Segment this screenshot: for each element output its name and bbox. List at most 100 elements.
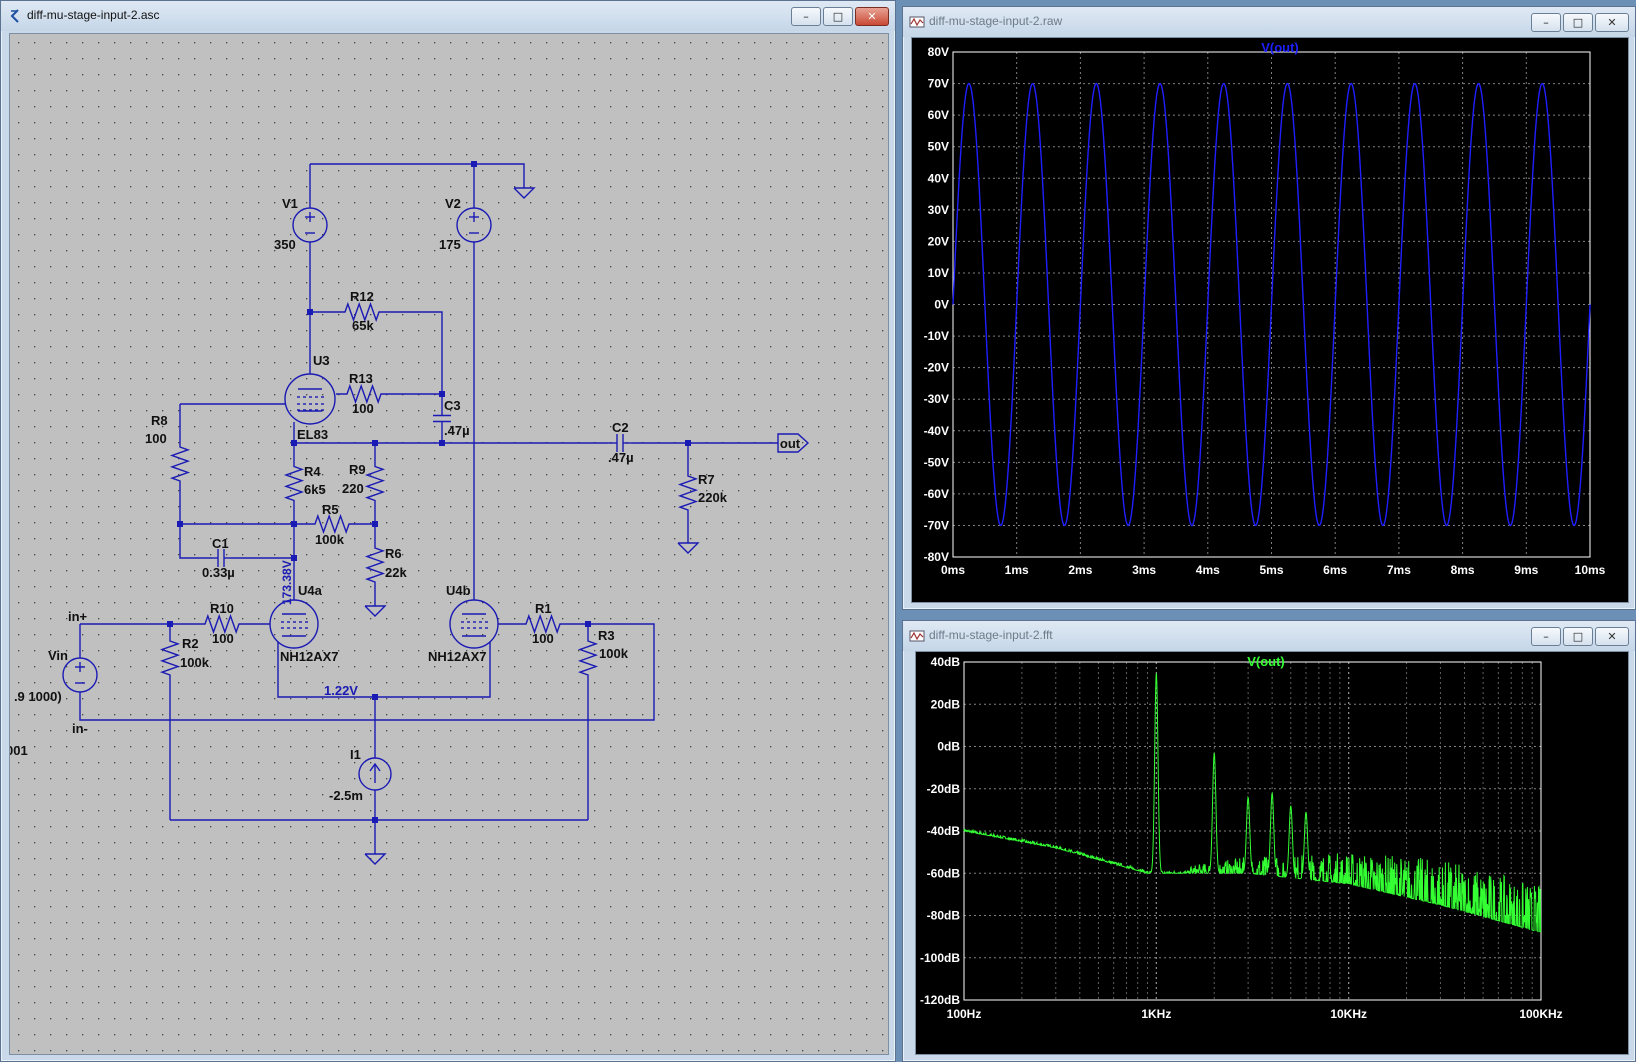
r8-resistor[interactable]	[169, 404, 191, 524]
close-button[interactable]: ✕	[1595, 627, 1629, 646]
v2-source[interactable]	[456, 207, 492, 243]
junction-dot	[439, 391, 445, 397]
label-r3: R3	[598, 628, 615, 643]
label-v1: V1	[282, 196, 298, 211]
waveform-window-title: diff-mu-stage-input-2.raw	[929, 14, 1063, 28]
maximize-button[interactable]: □	[1563, 13, 1593, 32]
maximize-button[interactable]: □	[1563, 627, 1593, 646]
label-u3: U3	[313, 353, 330, 368]
u4b-tube[interactable]	[449, 599, 499, 649]
ltspice-app-icon	[10, 9, 19, 23]
spice-directive-label: 001	[10, 743, 28, 758]
vin-source[interactable]	[62, 657, 98, 693]
ground-rail-wire[interactable]	[310, 163, 525, 188]
y-tick-label: 30V	[928, 203, 949, 217]
label-u4b: U4b	[446, 583, 471, 598]
label-r8: R8	[151, 413, 168, 428]
out-net-label: out	[780, 436, 801, 451]
minimize-button[interactable]: –	[1531, 627, 1561, 646]
i1-current-source[interactable]	[358, 757, 392, 791]
close-button[interactable]: ✕	[855, 7, 889, 26]
waveform-chart[interactable]: 80V70V60V50V40V30V20V10V0V-10V-20V-30V-4…	[912, 38, 1629, 603]
label-r5_val: 100k	[315, 532, 345, 547]
close-button[interactable]: ✕	[1595, 13, 1629, 32]
x-tick-label: 10ms	[1575, 563, 1606, 577]
x-tick-label: 6ms	[1323, 563, 1347, 577]
i1-current-source[interactable]	[369, 762, 381, 772]
label-r7: R7	[698, 472, 715, 487]
schematic-titlebar[interactable]: diff-mu-stage-input-2.asc – □ ✕	[1, 1, 895, 31]
label-r2: R2	[182, 636, 199, 651]
label-r3_val: 100k	[599, 646, 629, 661]
u4a-tube[interactable]	[269, 599, 319, 649]
minimize-button[interactable]: –	[1531, 13, 1561, 32]
v1-source[interactable]	[292, 207, 328, 243]
label-c1_val: 0.33µ	[202, 565, 235, 580]
junction-dot	[471, 161, 477, 167]
r12-wire[interactable]	[392, 311, 443, 394]
junction-dot	[291, 440, 297, 446]
x-tick-label: 8ms	[1451, 563, 1475, 577]
ground-symbol-top[interactable]	[513, 187, 536, 199]
x-tick-label: 1ms	[1005, 563, 1029, 577]
maximize-button[interactable]: □	[823, 7, 853, 26]
label-u4a: U4a	[298, 583, 323, 598]
label-r2_val: 100k	[180, 655, 210, 670]
junction-dot	[167, 621, 173, 627]
in-minus-wire[interactable]	[79, 623, 655, 721]
ground-symbol-r6[interactable]	[364, 605, 387, 617]
r3-resistor[interactable]	[577, 624, 599, 692]
r12-resistor[interactable]	[332, 301, 392, 323]
r13-resistor[interactable]	[336, 383, 392, 405]
minimize-button[interactable]: –	[791, 7, 821, 26]
fft-titlebar[interactable]: diff-mu-stage-input-2.fft – □ ✕	[903, 621, 1635, 651]
junction-dot	[291, 555, 297, 561]
label-r5: R5	[322, 502, 339, 517]
label-r6: R6	[385, 546, 402, 561]
label-i1: I1	[350, 747, 361, 762]
x-tick-label: 100KHz	[1519, 1007, 1562, 1021]
waveform-trace-line	[952, 82, 1591, 527]
label-r4_val: 6k5	[304, 482, 326, 497]
junction-dot	[307, 309, 313, 315]
r4-resistor[interactable]	[283, 443, 305, 524]
tail-wire[interactable]	[277, 642, 491, 698]
ground-symbol-r7[interactable]	[677, 542, 700, 554]
x-tick-label: 0ms	[941, 563, 965, 577]
label-u3_model: EL83	[297, 427, 328, 442]
label-v1_val: 350	[274, 237, 296, 252]
y-tick-label: 40dB	[931, 655, 961, 669]
junction-dot	[177, 521, 183, 527]
r9-resistor[interactable]	[364, 443, 386, 524]
r6-resistor[interactable]	[364, 524, 386, 606]
in-plus-net-label: in+	[68, 609, 88, 624]
ground-symbol-i1[interactable]	[364, 853, 387, 865]
x-tick-label: 3ms	[1132, 563, 1156, 577]
out-net-flag[interactable]	[777, 433, 810, 453]
y-tick-label: -50V	[924, 455, 949, 469]
r7-resistor[interactable]	[677, 443, 699, 543]
y-tick-label: 20dB	[931, 697, 961, 711]
junction-dot	[439, 440, 445, 446]
u3-tube[interactable]	[284, 373, 336, 425]
y-tick-label: -100dB	[920, 951, 960, 965]
y-tick-label: 80V	[928, 45, 949, 59]
label-r1_val: 100	[532, 631, 554, 646]
r8-wire-bottom[interactable]	[179, 524, 212, 559]
r10-resistor[interactable]	[198, 613, 246, 635]
r5-resistor[interactable]	[312, 513, 352, 535]
r2-resistor[interactable]	[159, 624, 181, 692]
junction-dot	[372, 440, 378, 446]
r1-resistor[interactable]	[524, 613, 562, 635]
label-u4b_model: NH12AX7	[428, 649, 487, 664]
x-tick-label: 2ms	[1068, 563, 1092, 577]
waveform-titlebar[interactable]: diff-mu-stage-input-2.raw – □ ✕	[903, 7, 1635, 37]
fft-window-title: diff-mu-stage-input-2.fft	[929, 628, 1053, 642]
